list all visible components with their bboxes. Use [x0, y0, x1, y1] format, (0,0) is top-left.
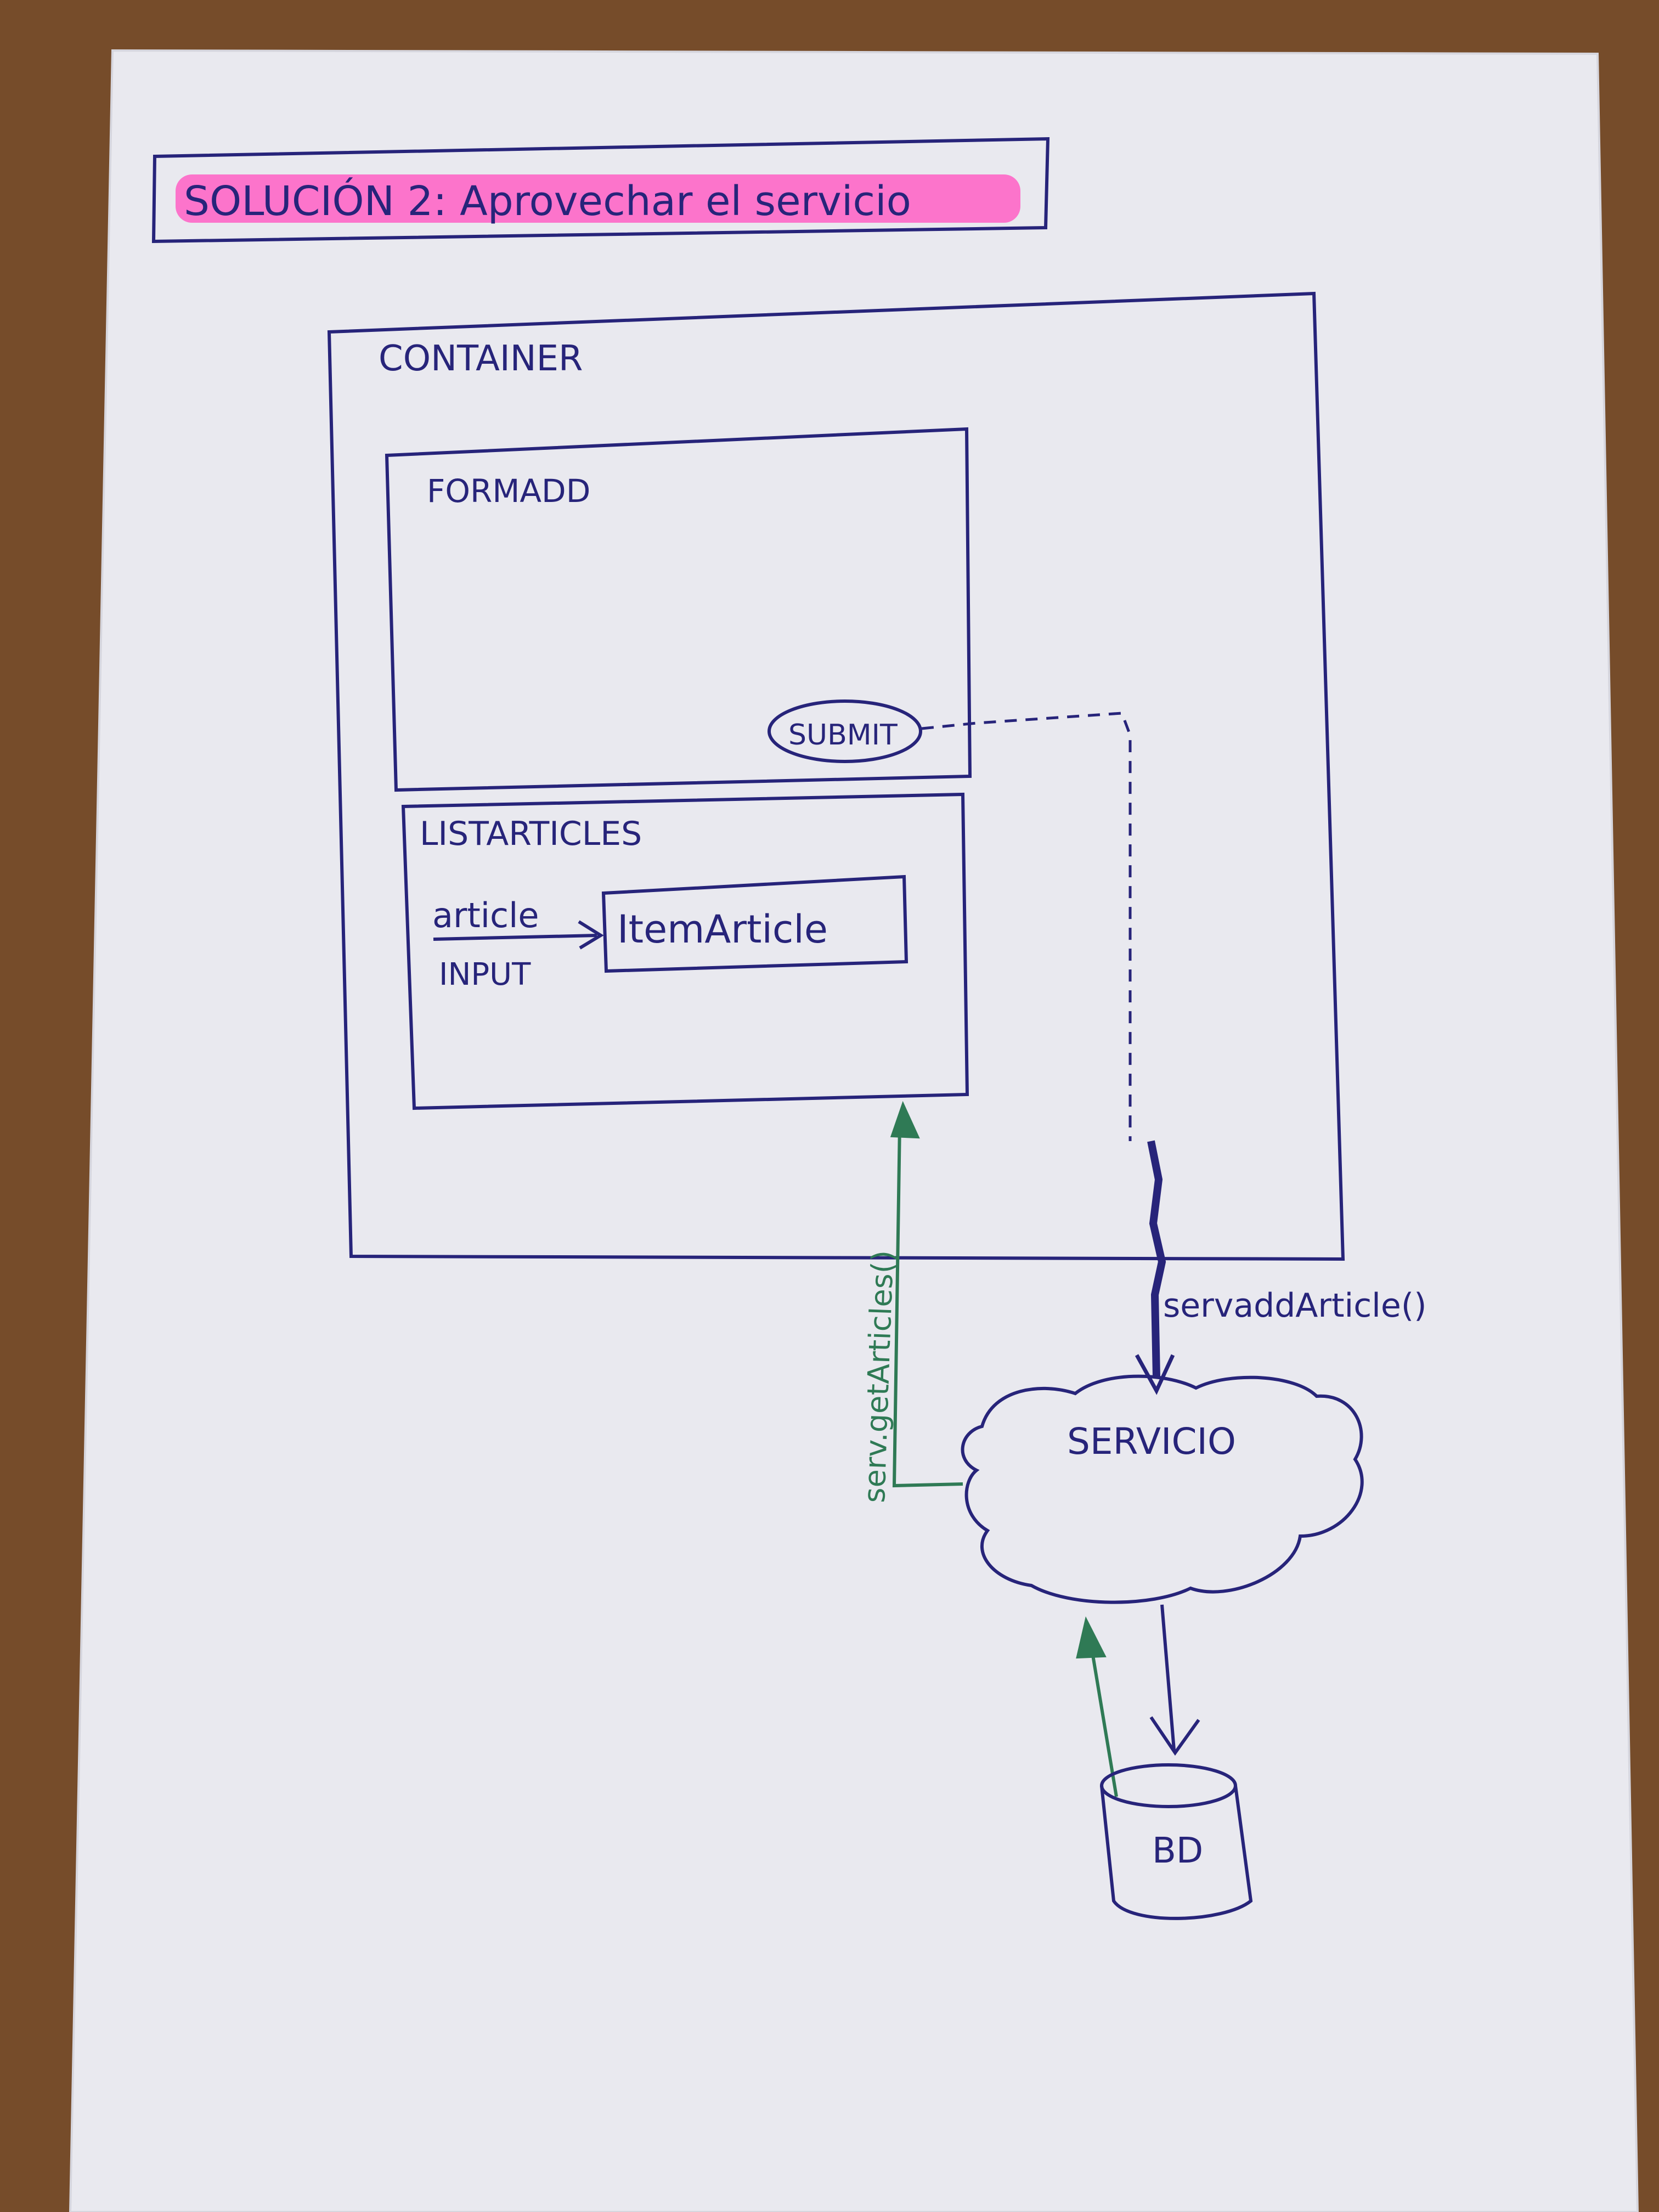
input-arrow-head	[578, 920, 604, 950]
service-db-line	[1160, 1604, 1176, 1751]
page-title: SOLUCIÓN 2: Aprovechar el servicio	[184, 177, 911, 225]
paper-sheet	[69, 49, 1639, 2212]
form-label: FORMADD	[427, 472, 590, 510]
add-arrow-scribble	[1147, 1140, 1166, 1378]
get-arrow-head	[890, 1101, 920, 1139]
db-body	[1100, 1785, 1253, 1920]
arrow-label-input: INPUT	[439, 957, 531, 992]
service-cloud: SERVICIO	[961, 1374, 1364, 1604]
service-label: SERVICIO	[1067, 1420, 1236, 1463]
add-article-call: servaddArticle()	[1163, 1286, 1427, 1325]
db-to-service-arrow	[1076, 1616, 1118, 1797]
input-arrow-line	[433, 934, 597, 941]
add-arrow-head	[1135, 1354, 1175, 1395]
db-service-head	[1076, 1616, 1107, 1659]
service-to-db-arrow	[1149, 1604, 1200, 1756]
submit-dashed-connector	[921, 712, 1132, 1141]
title-highlight	[176, 174, 1020, 223]
arrow-label-article: article	[432, 895, 539, 935]
form-box	[385, 427, 972, 792]
title-block: SOLUCIÓN 2: Aprovechar el servicio	[151, 137, 1050, 244]
title-frame	[151, 137, 1050, 244]
article-input-arrow: article INPUT	[432, 895, 604, 992]
list-label: LISTARTICLES	[420, 815, 642, 853]
db-service-line	[1087, 1632, 1118, 1797]
submit-outline	[768, 699, 922, 763]
add-article-arrow: servaddArticle()	[1135, 1140, 1427, 1395]
database-cylinder: BD	[1100, 1763, 1253, 1920]
item-article-label: ItemArticle	[617, 907, 828, 952]
submit-button: SUBMIT	[768, 699, 922, 763]
service-cloud-outline	[961, 1374, 1364, 1604]
database-label: BD	[1152, 1831, 1203, 1871]
get-articles-arrow: serv.getArticles()	[857, 1101, 963, 1503]
submit-label: SUBMIT	[788, 719, 898, 752]
container-box	[327, 291, 1345, 1261]
item-article-box	[601, 874, 909, 973]
get-arrow-line	[892, 1124, 963, 1488]
service-db-head	[1149, 1716, 1200, 1756]
container-label: CONTAINER	[379, 338, 583, 379]
list-box	[401, 792, 969, 1110]
